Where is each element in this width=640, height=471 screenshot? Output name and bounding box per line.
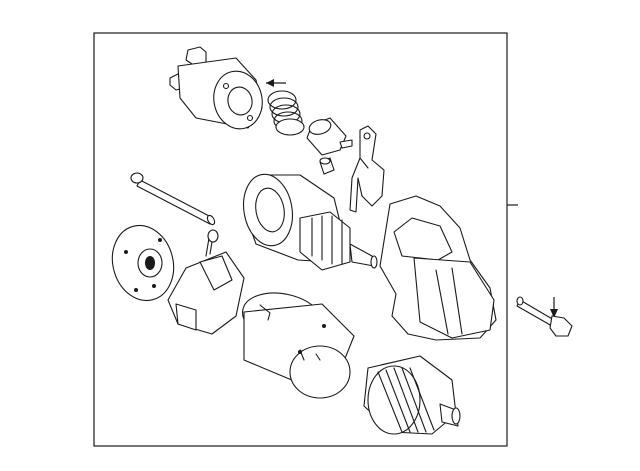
mounting-bolt-part bbox=[516, 296, 573, 337]
drive-gear-assembly bbox=[243, 173, 378, 271]
solenoid-part bbox=[169, 46, 263, 130]
plunger-part bbox=[306, 117, 353, 156]
shift-fork-part bbox=[349, 125, 385, 213]
through-bolt-part bbox=[130, 172, 216, 226]
spring-part bbox=[267, 90, 305, 136]
callout-2-arrow bbox=[550, 297, 558, 318]
callout-3 bbox=[266, 79, 286, 87]
cap-part bbox=[319, 157, 335, 175]
drive-housing-part bbox=[379, 195, 497, 341]
field-frame-part bbox=[242, 292, 355, 399]
brush-holder-part bbox=[167, 229, 245, 335]
end-plate-part bbox=[111, 224, 175, 302]
armature-part bbox=[363, 355, 461, 435]
assembly-frame bbox=[93, 32, 508, 447]
